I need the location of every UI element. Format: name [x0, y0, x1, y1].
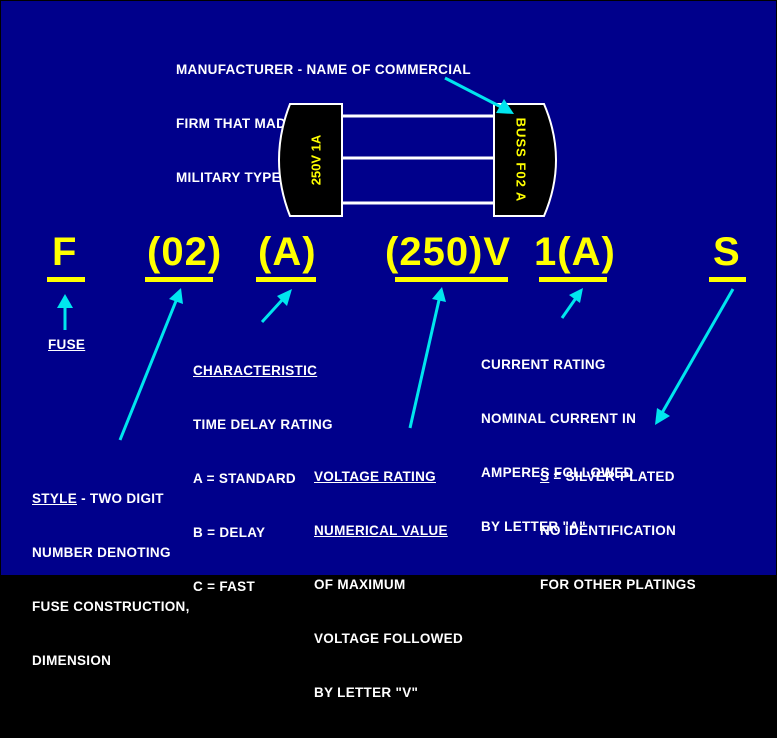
- underline-style: [145, 277, 213, 282]
- current-arrow-head: [569, 288, 583, 303]
- current-note-line3: AMPERES FOLLOWED: [481, 465, 634, 480]
- voltage-arrow-head: [432, 287, 446, 302]
- designation-f: F: [52, 230, 78, 274]
- underline-characteristic: [256, 277, 316, 282]
- current-note-line4: BY LETTER "A": [481, 519, 586, 534]
- characteristic-note-line3: B = DELAY: [193, 525, 266, 540]
- silver-note: S = SILVER-PLATED NO IDENTIFICATION FOR …: [540, 432, 696, 630]
- silver-note-heading: S: [540, 469, 550, 484]
- style-arrow-head: [169, 288, 183, 304]
- voltage-note-line4: VOLTAGE FOLLOWED: [314, 631, 464, 646]
- designation-current: 1(A): [534, 230, 616, 274]
- characteristic-note: CHARACTERISTIC TIME DELAY RATING A = STA…: [193, 326, 333, 632]
- voltage-note-line2: NUMERICAL VALUE: [314, 523, 448, 538]
- designation-silver: S: [713, 230, 741, 274]
- fuse-diagram-graphics: 250V 1A BUSS F02 A: [57, 76, 735, 441]
- fuse-left-end-cap: [278, 103, 343, 217]
- characteristic-arrow-head: [277, 289, 292, 306]
- style-arrow-shaft: [118, 300, 178, 441]
- voltage-note: VOLTAGE RATING NUMERICAL VALUE OF MAXIMU…: [314, 432, 463, 738]
- style-note: STYLE - TWO DIGIT NUMBER DENOTING FUSE C…: [32, 454, 190, 706]
- silver-arrow-head: [655, 408, 670, 425]
- designation-style: (02): [147, 230, 223, 274]
- diagram-canvas: MANUFACTURER - NAME OF COMMERCIAL FIRM T…: [0, 0, 777, 700]
- characteristic-note-line1: TIME DELAY RATING: [193, 417, 333, 432]
- characteristic-arrow-shaft: [260, 297, 285, 324]
- diagram-panel: [1, 1, 776, 575]
- style-note-line1: STYLE - TWO DIGIT: [32, 490, 190, 508]
- voltage-arrow-shaft: [408, 299, 441, 429]
- fuse-glass-body: [342, 110, 494, 210]
- fuse-right-cap-text: BUSS F02 A: [514, 118, 529, 203]
- silver-note-line2: NO IDENTIFICATION: [540, 523, 677, 538]
- style-note-line3: FUSE CONSTRUCTION,: [32, 599, 190, 614]
- current-note-line2: NOMINAL CURRENT IN: [481, 411, 637, 426]
- voltage-note-line1: VOLTAGE RATING: [314, 469, 436, 484]
- fuse-left-cap-text: 250V 1A: [308, 134, 323, 185]
- style-note-line2: NUMBER DENOTING: [32, 545, 171, 560]
- silver-arrow-shaft: [660, 288, 735, 414]
- style-note-line4: DIMENSION: [32, 653, 112, 668]
- underline-voltage: [395, 277, 508, 282]
- style-note-heading: STYLE: [32, 491, 78, 506]
- current-note: CURRENT RATING NOMINAL CURRENT IN AMPERE…: [481, 320, 636, 572]
- current-arrow-shaft: [560, 297, 578, 319]
- fuse-right-end-cap: [493, 103, 557, 217]
- voltage-note-line3: OF MAXIMUM: [314, 577, 406, 592]
- designation-voltage: (250)V: [385, 230, 512, 274]
- manufacturer-arrow-shaft: [444, 76, 504, 110]
- manufacturer-note-line1: MANUFACTURER - NAME OF COMMERCIAL: [176, 62, 471, 77]
- voltage-note-line5: BY LETTER "V": [314, 685, 419, 700]
- manufacturer-arrow-head: [496, 99, 514, 114]
- underline-f: [47, 277, 85, 282]
- characteristic-note-heading: CHARACTERISTIC: [193, 363, 318, 378]
- underline-current: [539, 277, 607, 282]
- underline-silver: [709, 277, 746, 282]
- silver-note-line1: S = SILVER-PLATED: [540, 468, 696, 486]
- fuse-arrow-head: [57, 294, 73, 308]
- fuse-note: FUSE: [48, 337, 86, 352]
- silver-note-line1-rest: = SILVER-PLATED: [549, 469, 675, 484]
- characteristic-note-line2: A = STANDARD: [193, 471, 296, 486]
- silver-note-line3: FOR OTHER PLATINGS: [540, 577, 696, 592]
- current-note-line1: CURRENT RATING: [481, 357, 606, 372]
- style-note-line1-rest: - TWO DIGIT: [77, 491, 164, 506]
- designation-characteristic: (A): [258, 230, 317, 274]
